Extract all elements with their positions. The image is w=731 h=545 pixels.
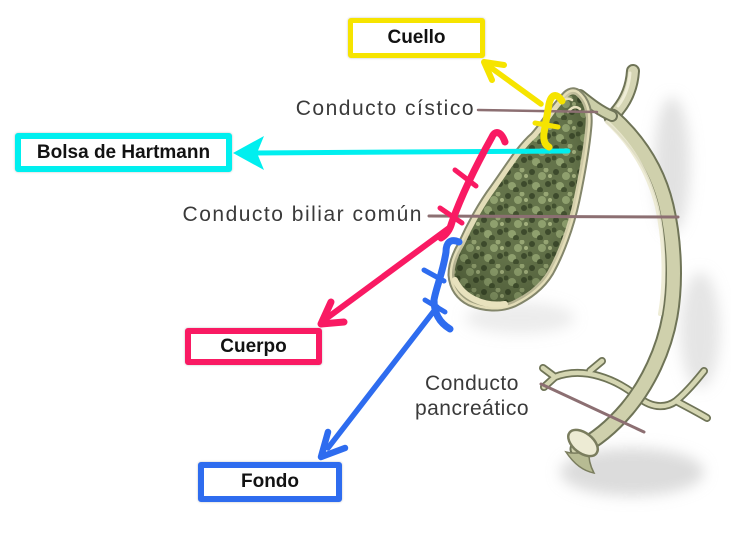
duct-opening (564, 428, 599, 475)
label-box-cuerpo: Cuerpo (185, 328, 322, 365)
cuello-arrowhead (481, 59, 507, 83)
conducto-pancreatico-line2: pancreático (414, 397, 530, 420)
biliar-leader-line (427, 214, 680, 219)
body-bracket-ticks (437, 167, 479, 226)
fondo-arrow-shaft (325, 304, 440, 451)
fondo-annotation (317, 237, 463, 461)
pancreatico-leader-line (539, 382, 646, 434)
neck-bracket-mark (540, 92, 566, 151)
neck-bracket-tick (532, 120, 561, 130)
label-box-bolsa-de-hartmann: Bolsa de Hartmann (15, 133, 232, 172)
bolsa-arrow-shaft (245, 148, 571, 156)
fundus-wall-highlight (452, 277, 508, 308)
label-box-fondo: Fondo (198, 462, 342, 502)
conducto-cistico-label: Conducto cístico (295, 97, 475, 120)
cuerpo-annotation (317, 129, 509, 328)
gallbladder-sac (447, 87, 593, 312)
cuello-arrow-shaft (487, 64, 544, 107)
cuerpo-arrow-shaft (324, 225, 452, 321)
bolsa-arrow (233, 136, 571, 170)
fondo-arrowhead (317, 428, 349, 461)
conducto-pancreatico-line1: Conducto (425, 372, 519, 395)
fondo-label: Fondo (240, 471, 300, 492)
label-box-cuello: Cuello (348, 18, 485, 58)
cuerpo-arrowhead (317, 298, 348, 328)
bolsa-de-hartmann-label: Bolsa de Hartmann (36, 141, 211, 163)
conducto-pancreatico-label: Conducto pancreático (399, 371, 545, 421)
conducto-biliar-comun-label: Conducto biliar común (182, 203, 423, 226)
leader-lines (427, 108, 680, 434)
bolsa-arrowhead (233, 136, 264, 170)
cuerpo-label: Cuerpo (220, 335, 287, 357)
cistico-leader-line (476, 108, 599, 114)
common-bile-duct (569, 108, 682, 458)
cuello-annotation (481, 59, 566, 151)
cuello-label: Cuello (387, 27, 446, 48)
